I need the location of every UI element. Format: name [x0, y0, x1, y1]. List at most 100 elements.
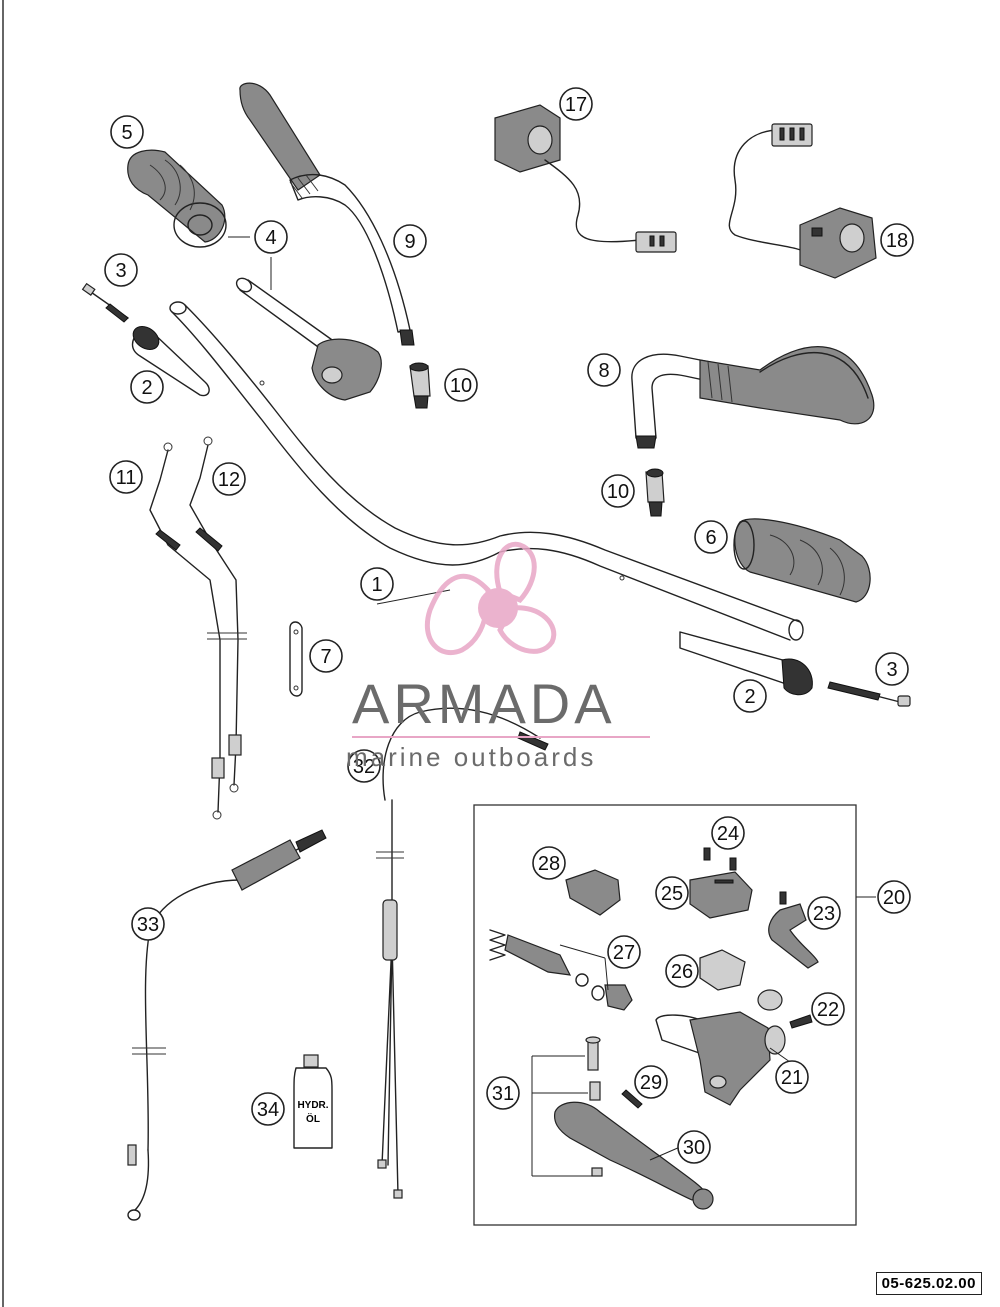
callout-circle	[733, 679, 767, 713]
callout-label: 23	[813, 903, 835, 925]
callout-c1: 1	[360, 567, 394, 601]
callout-circle	[559, 87, 593, 121]
callout-label: 5	[121, 122, 132, 144]
callout-label: 8	[598, 360, 609, 382]
callout-c34: 34	[251, 1092, 285, 1126]
switch-right	[728, 123, 877, 279]
callout-circle	[360, 567, 394, 601]
watermark-rule	[352, 736, 650, 738]
callout-label: 1	[371, 574, 382, 596]
callout-circle	[251, 1092, 285, 1126]
callout-label: 9	[404, 231, 415, 253]
callout-c12: 12	[212, 462, 246, 496]
callout-label: 20	[883, 887, 905, 909]
assembly-box-20	[473, 804, 857, 1226]
master-cylinder	[655, 989, 786, 1106]
callout-c18: 18	[880, 223, 914, 257]
clutch-cable	[376, 707, 549, 1199]
callout-circle	[775, 1060, 809, 1094]
callout-label: 26	[671, 961, 693, 983]
callout-c28: 28	[532, 846, 566, 880]
callout-circle	[347, 749, 381, 783]
callout-circle	[212, 462, 246, 496]
throttle-tube	[235, 277, 382, 401]
callout-circle	[665, 954, 699, 988]
callout-c6: 6	[694, 520, 728, 554]
callout-label: 3	[115, 260, 126, 282]
callout-label: 32	[353, 756, 375, 778]
callout-c5: 5	[110, 115, 144, 149]
callout-c24: 24	[711, 816, 745, 850]
callout-label: 31	[492, 1083, 514, 1105]
callout-label: 28	[538, 853, 560, 875]
callout-c2a: 2	[130, 370, 164, 404]
callout-circle	[109, 460, 143, 494]
callout-label: 33	[137, 914, 159, 936]
callout-label: 12	[218, 469, 240, 491]
callout-label: 4	[265, 227, 276, 249]
lever-pivot-bracket	[768, 903, 819, 969]
callout-circle	[110, 115, 144, 149]
callout-c4: 4	[254, 220, 288, 254]
callout-circle	[486, 1076, 520, 1110]
callout-label: 3	[886, 659, 897, 681]
callout-circle	[309, 639, 343, 673]
callout-c22: 22	[811, 992, 845, 1026]
callout-c33: 33	[131, 907, 165, 941]
callout-circle	[444, 368, 478, 402]
callout-circle	[655, 876, 689, 910]
callout-circle	[130, 370, 164, 404]
hydraulic-oil-bottle: HYDR. ÖL	[293, 1054, 333, 1149]
callout-c3b: 3	[875, 652, 909, 686]
mirror-left	[239, 82, 415, 346]
callout-label: 7	[320, 646, 331, 668]
piston-spring	[489, 929, 633, 1011]
reservoir-cover	[689, 871, 753, 919]
dust-cover-28	[565, 869, 621, 916]
callout-label: 10	[607, 481, 629, 503]
callout-circle	[677, 1130, 711, 1164]
callout-c20: 20	[877, 880, 911, 914]
callout-c11: 11	[109, 460, 143, 494]
callout-c8: 8	[587, 353, 621, 387]
callout-c21: 21	[775, 1060, 809, 1094]
callout-c27: 27	[607, 935, 641, 969]
mirror-right	[631, 346, 875, 449]
callout-label: 6	[705, 527, 716, 549]
callout-c31: 31	[486, 1076, 520, 1110]
reservoir-gasket	[699, 949, 746, 991]
switch-left	[494, 104, 677, 253]
watermark-brand: ARMADA	[352, 672, 616, 735]
callout-circle	[875, 652, 909, 686]
callout-c9: 9	[393, 224, 427, 258]
watermark-logo	[424, 541, 557, 656]
callout-c29: 29	[634, 1065, 668, 1099]
callout-circle	[634, 1065, 668, 1099]
brake-lever	[553, 1101, 714, 1210]
adjuster-screw-22	[789, 1014, 813, 1029]
callout-label: 27	[613, 942, 635, 964]
callout-c26: 26	[665, 954, 699, 988]
callout-label: 30	[683, 1137, 705, 1159]
callout-circle	[694, 520, 728, 554]
bar-end-left	[81, 282, 210, 397]
callout-label: 21	[781, 1067, 803, 1089]
callout-circle	[607, 935, 641, 969]
document-reference: 05-625.02.00	[875, 1272, 982, 1295]
watermark-tagline: marine outboards	[346, 742, 597, 772]
callout-label: 24	[717, 823, 739, 845]
bar-end-right	[679, 631, 911, 707]
callout-circle	[601, 474, 635, 508]
callout-circle	[807, 896, 841, 930]
callout-label: 10	[450, 375, 472, 397]
cable-clip	[289, 621, 303, 697]
callout-label: 2	[744, 686, 755, 708]
callout-circle	[532, 846, 566, 880]
callout-c30: 30	[677, 1130, 711, 1164]
oil-bottle-line1: HYDR.	[297, 1100, 328, 1111]
callout-c3a: 3	[104, 253, 138, 287]
callout-circle	[711, 816, 745, 850]
callout-circle	[393, 224, 427, 258]
callout-c10b: 10	[601, 474, 635, 508]
